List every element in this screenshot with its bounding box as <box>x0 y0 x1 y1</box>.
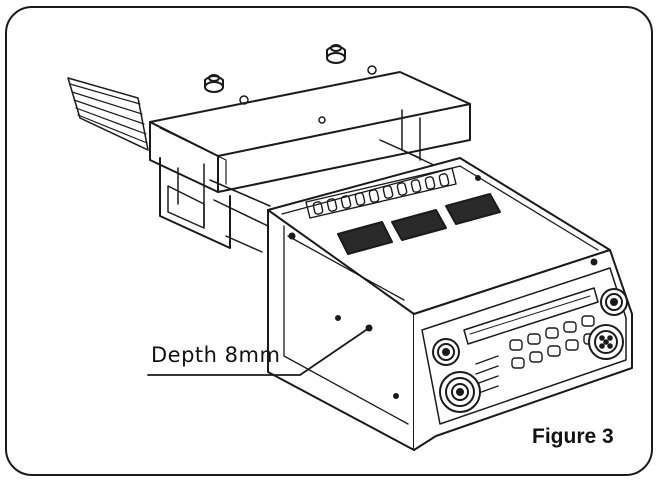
depth-callout-label: Depth 8mm <box>151 343 281 367</box>
display-window <box>463 287 599 345</box>
mounting-bolt-right <box>326 44 346 64</box>
channel-knob <box>600 288 628 316</box>
volume-knob <box>432 338 460 366</box>
heat-sink-fins <box>305 167 457 219</box>
figure-caption: Figure 3 <box>532 425 614 448</box>
antenna-connector <box>439 371 481 413</box>
surface-hatch <box>69 83 148 144</box>
keypad <box>509 315 597 369</box>
microphone-connector <box>588 324 624 360</box>
figure-frame <box>5 6 653 476</box>
vent-grille-left <box>337 221 393 255</box>
vent-grille-right <box>445 193 501 225</box>
washer-screws <box>239 65 377 124</box>
mounting-surface <box>67 77 149 151</box>
mounting-bolt-left <box>204 74 224 93</box>
callout-leader-line <box>147 327 370 376</box>
vent-grille-middle <box>391 209 447 241</box>
mounting-bracket <box>149 71 471 253</box>
